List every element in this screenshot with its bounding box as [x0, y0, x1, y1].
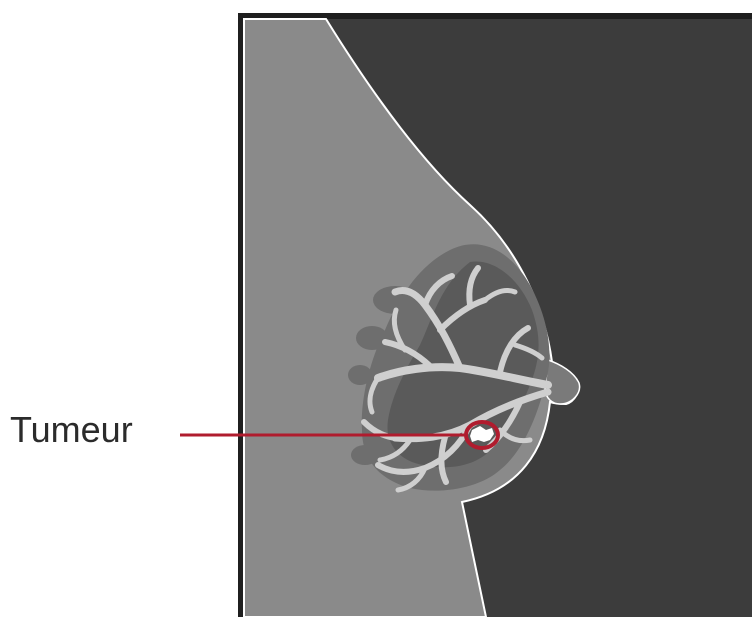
tumor-label: Tumeur — [10, 412, 133, 448]
